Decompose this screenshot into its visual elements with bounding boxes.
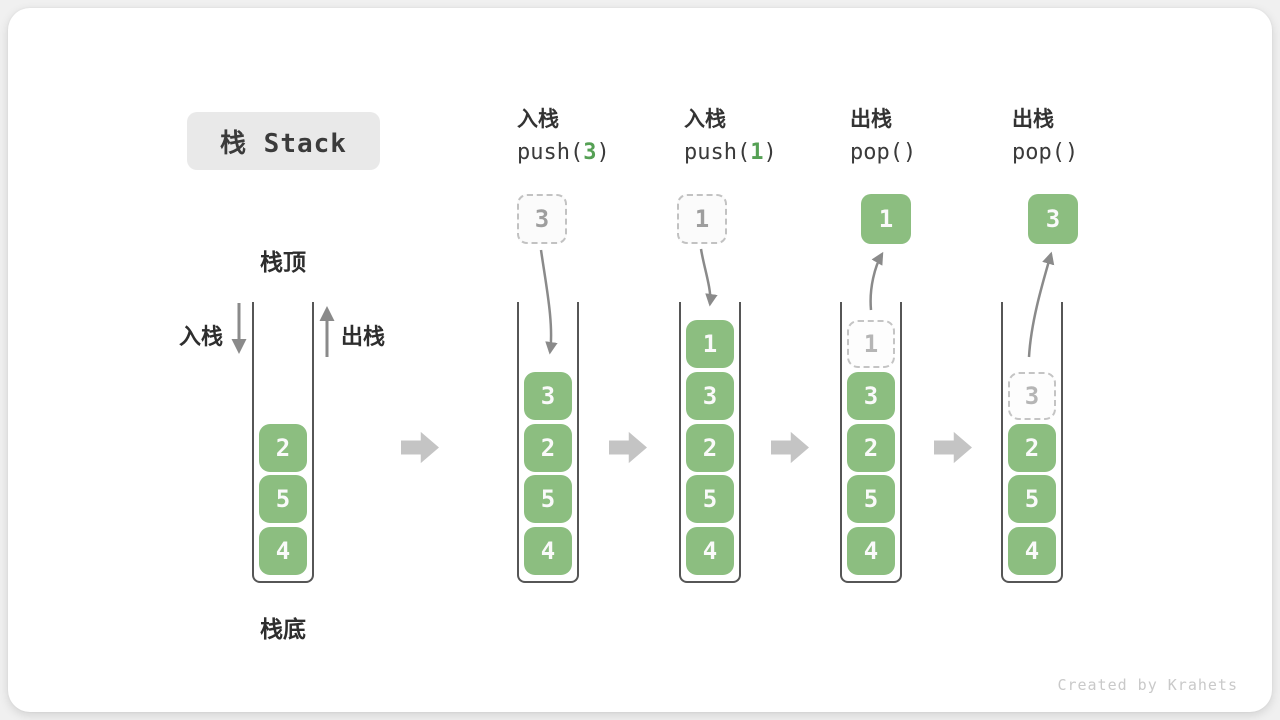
step-arrow-icon <box>934 431 972 464</box>
stack-item: 4 <box>1008 527 1056 575</box>
stack-item: 5 <box>1008 475 1056 524</box>
push-side-label: 入栈 <box>178 325 223 350</box>
stack-item: 2 <box>1008 423 1056 472</box>
operation-cn-label: 出栈 <box>850 107 892 131</box>
pending-push-value: 1 <box>677 194 727 244</box>
stack-item: 2 <box>259 423 307 472</box>
stack-item: 5 <box>524 475 572 524</box>
operation-cn-label: 出栈 <box>1012 107 1054 131</box>
stack-item: 2 <box>524 423 572 472</box>
operation-header-4: 出栈 pop() <box>850 106 916 167</box>
stack-item: 5 <box>259 475 307 524</box>
stack-item: 2 <box>847 423 895 472</box>
diagram-title-box: 栈 Stack <box>187 112 380 170</box>
operation-header-3: 入栈 push(1) <box>684 106 777 167</box>
pending-push-value: 3 <box>517 194 567 244</box>
operation-cn-label: 入栈 <box>684 107 726 131</box>
stack-item: 1 <box>686 320 734 369</box>
operation-header-5: 出栈 pop() <box>1012 106 1078 167</box>
step-arrow-icon <box>609 431 647 464</box>
stack-container-1 <box>252 302 314 583</box>
stack-bottom-label: 栈底 <box>260 617 306 643</box>
stack-item: 4 <box>524 527 572 575</box>
stack-item: 3 <box>524 371 572 420</box>
operation-cn-label: 入栈 <box>517 107 559 131</box>
stack-item: 4 <box>847 527 895 575</box>
stack-slot-ghost: 1 <box>847 320 895 369</box>
stack-item: 5 <box>847 475 895 524</box>
popped-value: 3 <box>1028 194 1078 244</box>
stack-item: 3 <box>686 371 734 420</box>
push-1-arrow-icon <box>699 248 718 307</box>
stack-item: 3 <box>847 371 895 420</box>
stack-slot-ghost: 3 <box>1008 371 1056 420</box>
operation-code-label: pop() <box>850 140 917 165</box>
stack-item: 4 <box>686 527 734 575</box>
stack-container-5 <box>1001 302 1063 583</box>
watermark: Created by Krahets <box>1057 676 1238 694</box>
stack-item: 2 <box>686 423 734 472</box>
stack-container-2 <box>517 302 579 583</box>
stack-top-label: 栈顶 <box>260 250 306 276</box>
operation-code-label: push(3) <box>517 140 610 165</box>
operation-code-label: push(1) <box>684 140 777 165</box>
operation-code-label: pop() <box>1012 140 1079 165</box>
diagram-title: 栈 Stack <box>220 128 347 159</box>
stack-container-4 <box>840 302 902 583</box>
step-arrow-icon <box>401 431 439 464</box>
operation-header-2: 入栈 push(3) <box>517 106 610 167</box>
popped-value: 1 <box>861 194 911 244</box>
stack-item: 5 <box>686 475 734 524</box>
stack-item: 4 <box>259 527 307 575</box>
step-arrow-icon <box>771 431 809 464</box>
stack-container-3 <box>679 302 741 583</box>
pop-side-label: 出栈 <box>341 325 386 350</box>
